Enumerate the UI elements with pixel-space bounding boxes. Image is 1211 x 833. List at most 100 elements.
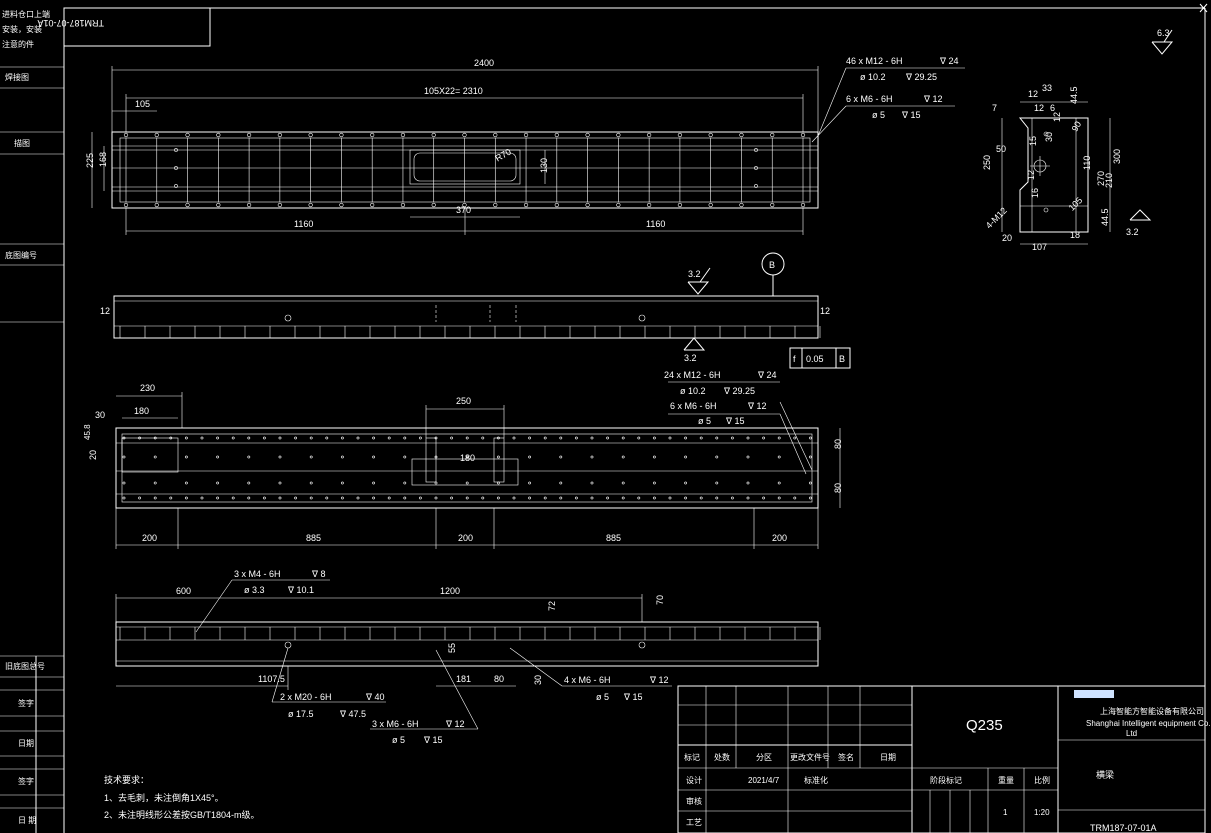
roughness-global: 6.3 xyxy=(1151,28,1174,55)
v3-hole xyxy=(496,436,500,440)
v4-dim-55: 55 xyxy=(447,643,457,653)
v3-hole xyxy=(793,436,797,440)
v4-callout-m4: 3 x M4 - 6H xyxy=(234,569,281,579)
v3-hole xyxy=(528,481,532,485)
v3-hole xyxy=(153,436,157,440)
v3-hole xyxy=(184,455,188,459)
v1-hole xyxy=(185,202,190,208)
v1-hole xyxy=(308,132,313,138)
v2-roughness-top: 3.2 xyxy=(688,269,701,279)
tb-material: Q235 xyxy=(966,717,1003,734)
v3-hole xyxy=(777,496,781,500)
v3-hole xyxy=(699,436,703,440)
v3-hole xyxy=(325,436,329,440)
v3-hole xyxy=(450,496,454,500)
v3-hole xyxy=(637,436,641,440)
v4-callout-m20-depth: ∇ 40 xyxy=(365,692,385,702)
sec-dim-250: 250 xyxy=(982,155,992,170)
v4-dim-1200: 1200 xyxy=(440,586,460,596)
v3-dim-885-a: 885 xyxy=(306,533,321,543)
v1-hole xyxy=(246,202,252,208)
v1-hole xyxy=(754,166,758,170)
v3-hole xyxy=(403,455,407,459)
sec-dim-12d: 12 xyxy=(1026,170,1036,180)
v1-hole xyxy=(708,132,713,138)
v3-hole xyxy=(278,481,282,485)
v3-hole xyxy=(309,481,313,485)
v4-callout-m4-drill: ø 3.3 xyxy=(244,585,265,595)
v1-hole xyxy=(339,132,344,138)
v3-hole xyxy=(247,481,251,485)
v3-hole xyxy=(559,481,563,485)
v3-hole xyxy=(653,455,656,459)
sec-dim-12a: 12 xyxy=(1028,89,1038,99)
v3-hole xyxy=(777,481,781,485)
v3-hole xyxy=(122,481,126,485)
v3-hole xyxy=(575,496,578,500)
v1-hole xyxy=(647,202,652,208)
v3-hole xyxy=(262,496,266,500)
sec-dim-90: 90 xyxy=(1070,120,1084,134)
v3-hole xyxy=(278,455,282,459)
v1-hole xyxy=(431,132,436,138)
v3-callout-drill-depth: ∇ 29.25 xyxy=(723,386,755,396)
v1-callout-m6: 6 x M6 - 6H xyxy=(846,94,893,104)
tolerance-datum: B xyxy=(839,354,845,364)
v3-hole xyxy=(138,436,142,440)
v3-hole xyxy=(465,455,469,459)
v3-hole xyxy=(200,496,204,500)
v3-hole xyxy=(684,436,688,440)
v1-hole xyxy=(708,202,713,208)
v3-hole xyxy=(715,455,719,459)
left-strip: 进料仓口上端 安装，安装 注意的件 焊接图 描图 底图编号 旧底图总号 签字 日… xyxy=(0,9,64,833)
left-label-base-no: 底图编号 xyxy=(5,250,37,260)
v3-dim-45-8: 45.8 xyxy=(83,424,92,440)
v3-callout-m6-drill: ø 5 xyxy=(698,416,711,426)
v1-hole xyxy=(174,148,178,152)
sec-dim-6: 6 xyxy=(1050,103,1055,113)
v3-hole xyxy=(216,436,220,440)
v1-hole xyxy=(123,132,129,138)
v3-hole xyxy=(278,496,282,500)
v3-hole xyxy=(637,496,641,500)
left-label-old-no: 旧底图总号 xyxy=(5,661,45,671)
v3-callout-m6-depth: ∇ 12 xyxy=(747,401,767,411)
sec-dim-105: 105 xyxy=(1067,195,1085,213)
v3-hole xyxy=(138,496,142,500)
v3-hole xyxy=(762,496,766,500)
v3-hole xyxy=(247,496,251,500)
v1-callout-m6-drill: ø 5 xyxy=(872,110,885,120)
tb-company-en: Shanghai Intelligent equipment Co., xyxy=(1086,719,1211,728)
sec-dim-18: 18 xyxy=(1070,230,1080,240)
v3-hole xyxy=(184,481,188,485)
v3-hole xyxy=(309,455,313,459)
left-label-trace: 描图 xyxy=(14,138,30,148)
technical-notes: 技术要求： 1、去毛刺，未注倒角1X45°。 2、未注明线形公差按GB/T180… xyxy=(104,774,260,820)
tb-header-date: 日期 xyxy=(880,753,896,762)
left-top-note-2: 安装，安装 xyxy=(2,24,42,34)
tb-row-design: 设计 xyxy=(686,775,702,785)
v3-hole xyxy=(715,436,719,440)
v1-hole xyxy=(370,132,375,138)
v3-hole xyxy=(122,455,126,459)
v3-hole xyxy=(746,455,750,459)
v3-hole xyxy=(653,496,656,500)
v3-hole xyxy=(715,481,719,485)
left-top-note-1: 进料仓口上端 xyxy=(2,9,50,19)
v1-dim-R70: R70 xyxy=(494,147,513,164)
v3-hole xyxy=(309,436,313,440)
v3-dim-250: 250 xyxy=(456,396,471,406)
sec-dim-7: 7 xyxy=(992,103,997,113)
datum-label: B xyxy=(769,260,775,270)
tb-part-name: 横梁 xyxy=(1096,769,1114,780)
v3-hole xyxy=(403,481,407,485)
drawing-number-stamp: TRM187-07-01A xyxy=(37,7,211,47)
v1-dim-1160-left: 1160 xyxy=(294,219,313,229)
v3-hole xyxy=(653,481,656,485)
sec-dim-44-5a: 44.5 xyxy=(1069,86,1079,104)
v3-hole xyxy=(543,436,547,440)
view-top: 2400 105X22= 2310 105 225 168 1160 370 1… xyxy=(85,56,965,235)
v1-hole xyxy=(216,202,221,208)
v1-dim-1160-right: 1160 xyxy=(646,219,665,229)
sec-dim-210: 210 xyxy=(1104,173,1114,188)
